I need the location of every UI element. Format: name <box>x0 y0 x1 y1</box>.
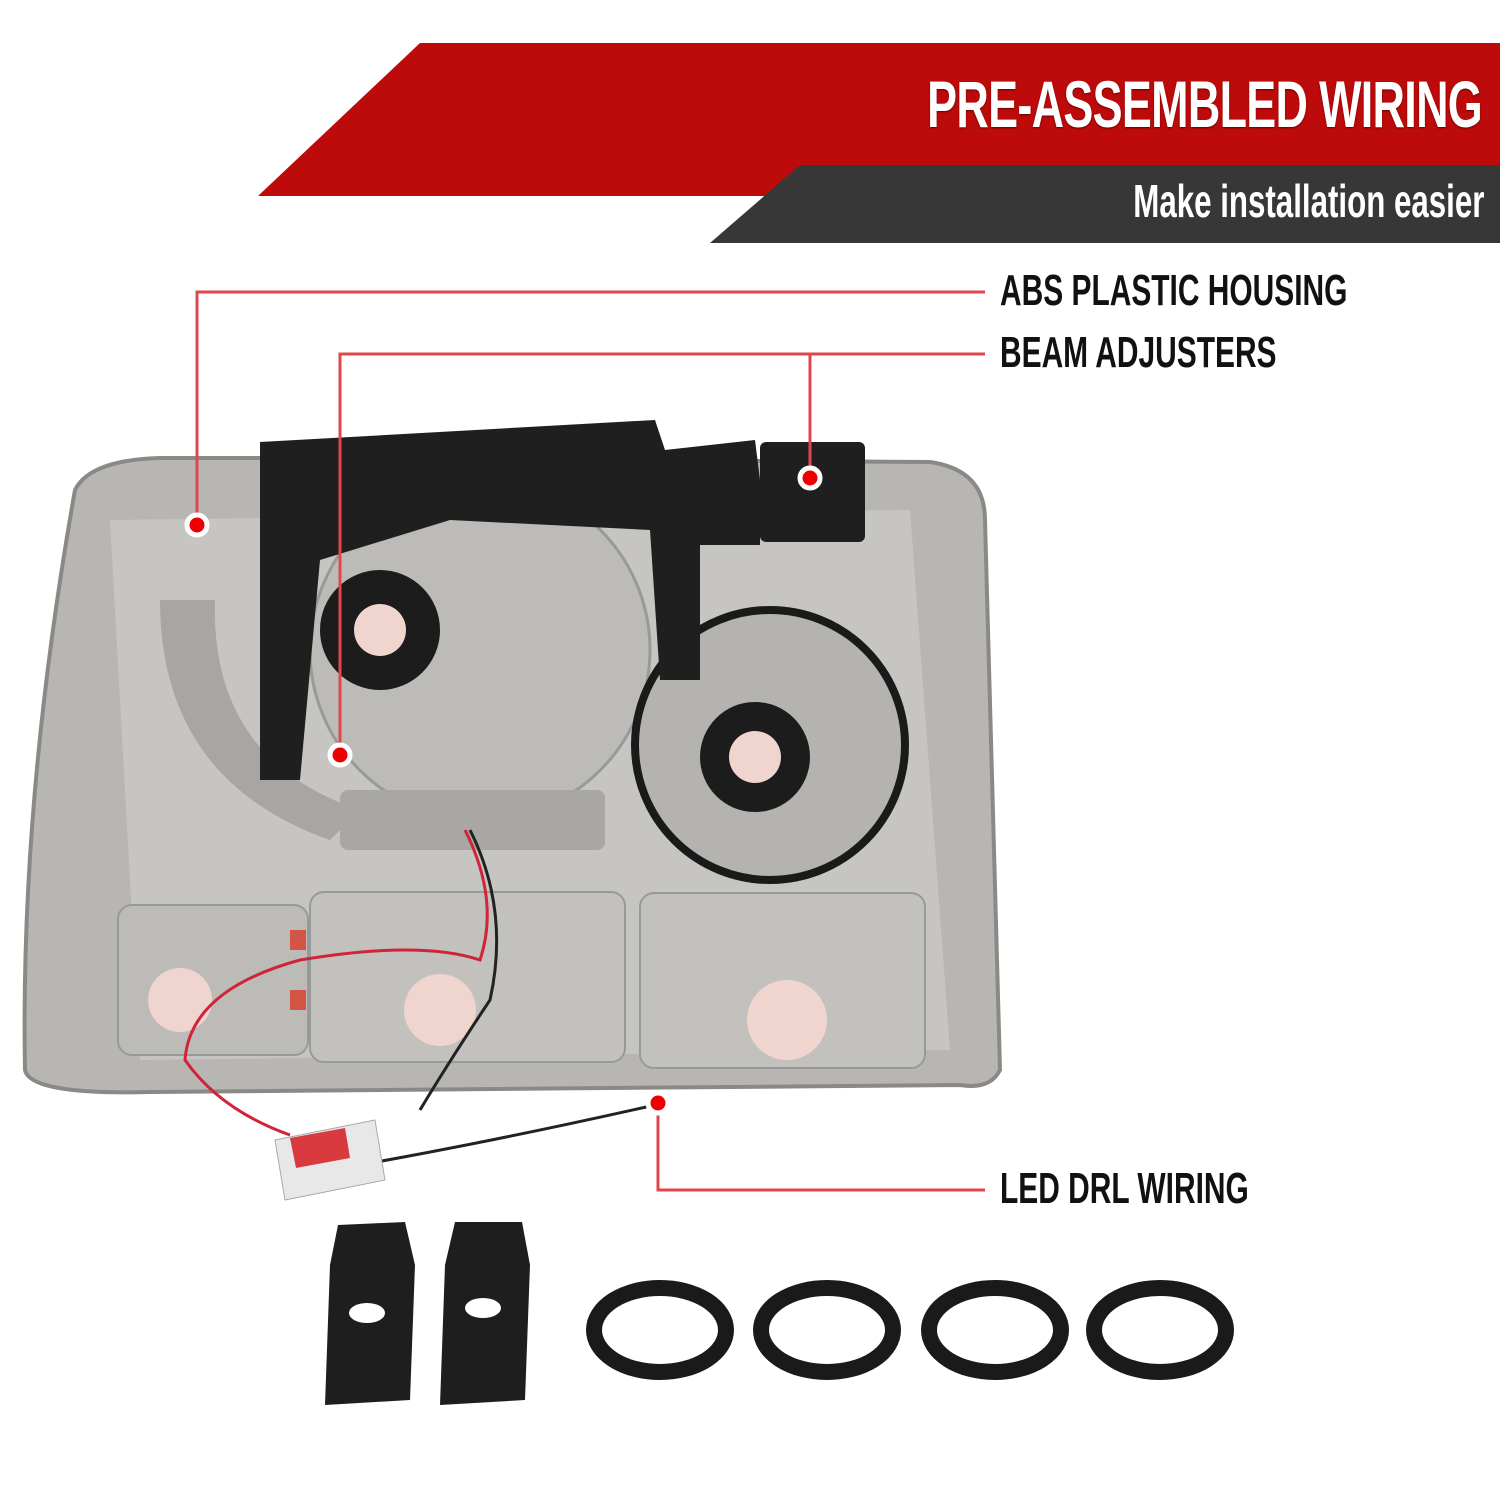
callout-dots <box>184 465 823 1116</box>
drl-wire-red <box>183 829 489 1137</box>
lower-ledge <box>340 790 605 850</box>
callout-beam-adjusters: BEAM ADJUSTERS <box>1000 328 1277 377</box>
mounting-brackets <box>325 1222 530 1405</box>
callout-lines <box>195 290 985 1192</box>
callout-abs-plastic-housing: ABS PLASTIC HOUSING <box>1000 266 1348 315</box>
drl-marker-dot <box>645 1090 671 1116</box>
callout-led-drl-wiring: LED DRL WIRING <box>1000 1164 1249 1213</box>
beam-adjuster-marker-dot-left <box>327 742 353 768</box>
callout-line-housing <box>195 290 985 525</box>
title-banner-red <box>258 43 1500 196</box>
drl-control-module <box>274 1119 386 1201</box>
banner-subtitle: Make installation easier <box>1132 175 1484 227</box>
callout-line-drl <box>656 1103 985 1192</box>
black-bracket <box>260 420 760 780</box>
housing-marker-dot <box>184 512 210 538</box>
banner-title: PRE-ASSEMBLED WIRING <box>927 67 1483 141</box>
drl-wire-black <box>359 829 656 1167</box>
turn-signal-mid <box>309 891 626 1063</box>
callout-line-beam-left <box>338 352 985 755</box>
headlight-illustration <box>22 420 1003 1201</box>
adjuster-plate <box>760 442 865 542</box>
rubber-rings <box>586 1280 1234 1380</box>
beam-adjuster-marker-dot-right <box>797 465 823 491</box>
reflector-arm <box>160 600 360 840</box>
turn-signal-left <box>117 904 309 1056</box>
subtitle-banner-dark <box>710 165 1500 243</box>
